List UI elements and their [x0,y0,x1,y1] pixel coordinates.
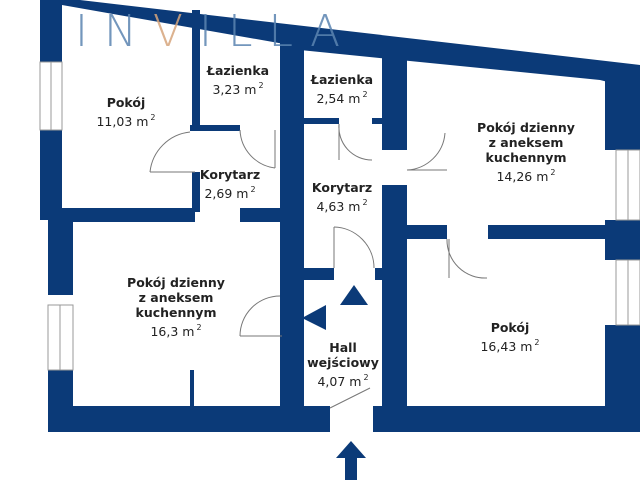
walls [40,0,640,432]
arrows [302,285,368,480]
entrance-arrow-icon [336,441,366,480]
invilla-logo: INVILLA [75,6,357,57]
windows [39,61,640,371]
hall-arrow-up-icon [340,285,368,305]
hall-arrow-left-icon [302,305,326,330]
doors [149,123,488,409]
